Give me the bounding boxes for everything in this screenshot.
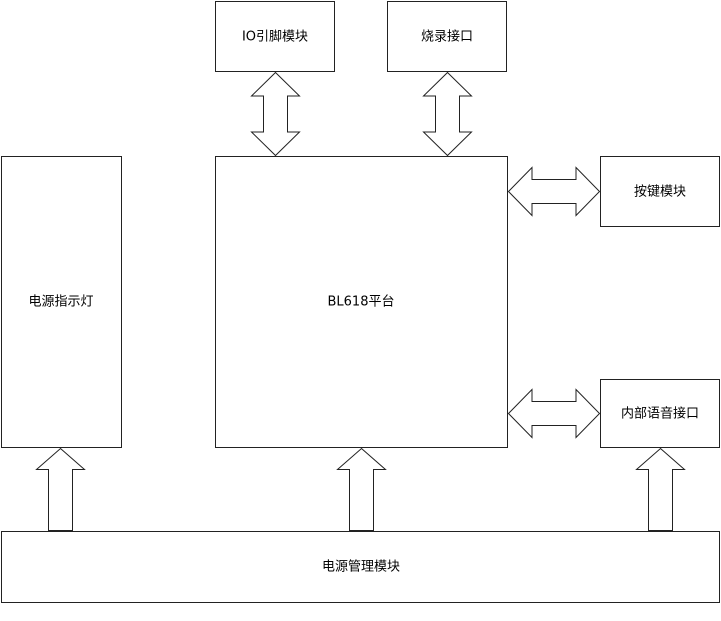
power-indicator-box: 电源指示灯 [1, 156, 122, 448]
key-module-label: 按键模块 [634, 185, 686, 200]
power-management-box: 电源管理模块 [1, 531, 720, 603]
power-management-label: 电源管理模块 [322, 560, 400, 575]
io-platform-double-arrow [250, 71, 301, 157]
platform-label: BL618平台 [328, 295, 395, 310]
power-to-voice-arrow [635, 447, 686, 531]
power-to-indicator-arrow [35, 447, 86, 531]
voice-interface-label: 内部语音接口 [621, 406, 699, 422]
key-module-box: 按键模块 [600, 156, 720, 227]
power-indicator-label: 电源指示灯 [28, 295, 93, 310]
burn-interface-box: 烧录接口 [387, 1, 507, 72]
burn-platform-double-arrow [422, 71, 473, 157]
platform-voice-double-arrow [507, 388, 601, 439]
voice-interface-box: 内部语音接口 [600, 379, 720, 448]
io-module-label: IO引脚模块 [242, 29, 308, 45]
platform-key-double-arrow [507, 166, 601, 217]
io-module-box: IO引脚模块 [215, 1, 335, 72]
power-to-platform-arrow [336, 447, 387, 531]
platform-box: BL618平台 [215, 156, 508, 448]
burn-interface-label: 烧录接口 [421, 29, 473, 45]
